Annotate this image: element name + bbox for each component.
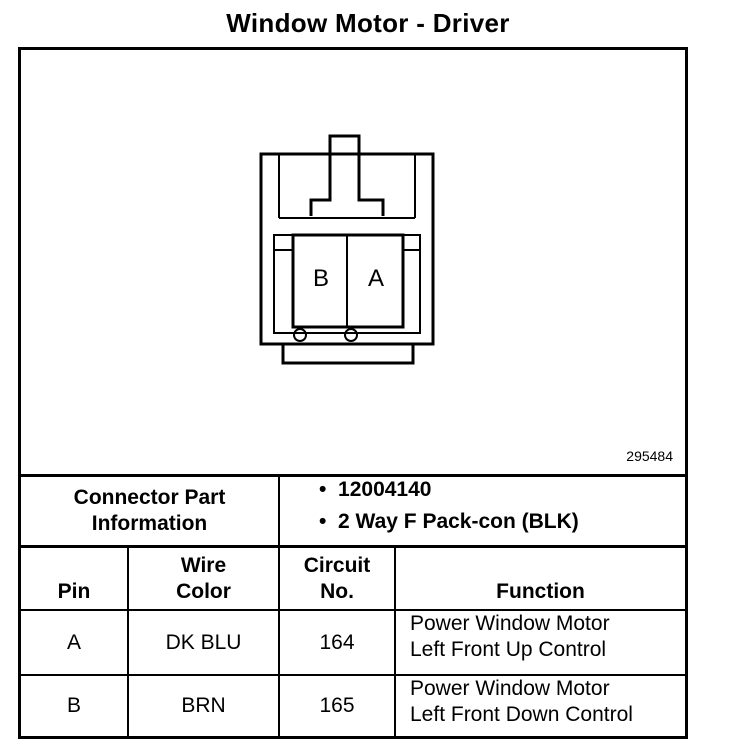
- pin-label-a: A: [368, 265, 384, 292]
- header-pin: Pin: [57, 580, 91, 603]
- page-title: Window Motor - Driver: [226, 8, 510, 38]
- row-a-pin: A: [66, 630, 81, 654]
- connector-info-label: Connector Part Information: [21, 477, 278, 545]
- header-wire-color: Wire Color: [176, 553, 231, 603]
- bullet-icon: •: [319, 510, 327, 533]
- drawing-number: 295484: [626, 448, 673, 464]
- connector-info-values: • 12004140 • 2 Way F Pack-con (BLK): [319, 477, 679, 545]
- divider-header: [21, 609, 685, 611]
- connector-face-drawing: B A: [259, 134, 435, 365]
- drain-hole-right: [344, 328, 358, 342]
- row-a-function: Power Window Motor Left Front Up Control: [410, 612, 610, 661]
- connector-info-label-line2: Information: [91, 512, 208, 535]
- connector-diagram: B A 295484: [21, 50, 685, 475]
- drain-hole-left: [293, 328, 307, 342]
- divider-col-circuit: [278, 476, 280, 736]
- connector-housing-outline: [259, 152, 435, 346]
- bottom-flange: [281, 344, 415, 365]
- row-b-wire-color: BRN: [181, 694, 226, 717]
- connector-description: • 2 Way F Pack-con (BLK): [319, 510, 579, 533]
- divider-row: [21, 674, 685, 676]
- row-a-circuit: 164: [319, 630, 355, 654]
- row-b-function: Power Window Motor Left Front Down Contr…: [410, 677, 633, 726]
- divider-diagram: [21, 474, 685, 477]
- divider-col-function: [394, 547, 396, 736]
- connector-part-number: • 12004140: [319, 478, 432, 501]
- row-b-pin: B: [66, 694, 81, 717]
- header-circuit-no: Circuit No.: [303, 553, 371, 603]
- row-b-circuit: 165: [319, 694, 355, 717]
- pin-label-b: B: [313, 265, 329, 292]
- bullet-icon: •: [319, 478, 327, 501]
- connector-info-label-line1: Connector Part: [73, 486, 226, 509]
- header-function: Function: [496, 580, 585, 603]
- row-a-wire-color: DK BLU: [165, 630, 242, 654]
- divider-connector-info: [21, 545, 685, 548]
- divider-col-wire: [127, 547, 129, 736]
- locking-tab: [328, 134, 385, 216]
- connector-sheet: B A 295484 Connector Part Information • …: [18, 47, 688, 739]
